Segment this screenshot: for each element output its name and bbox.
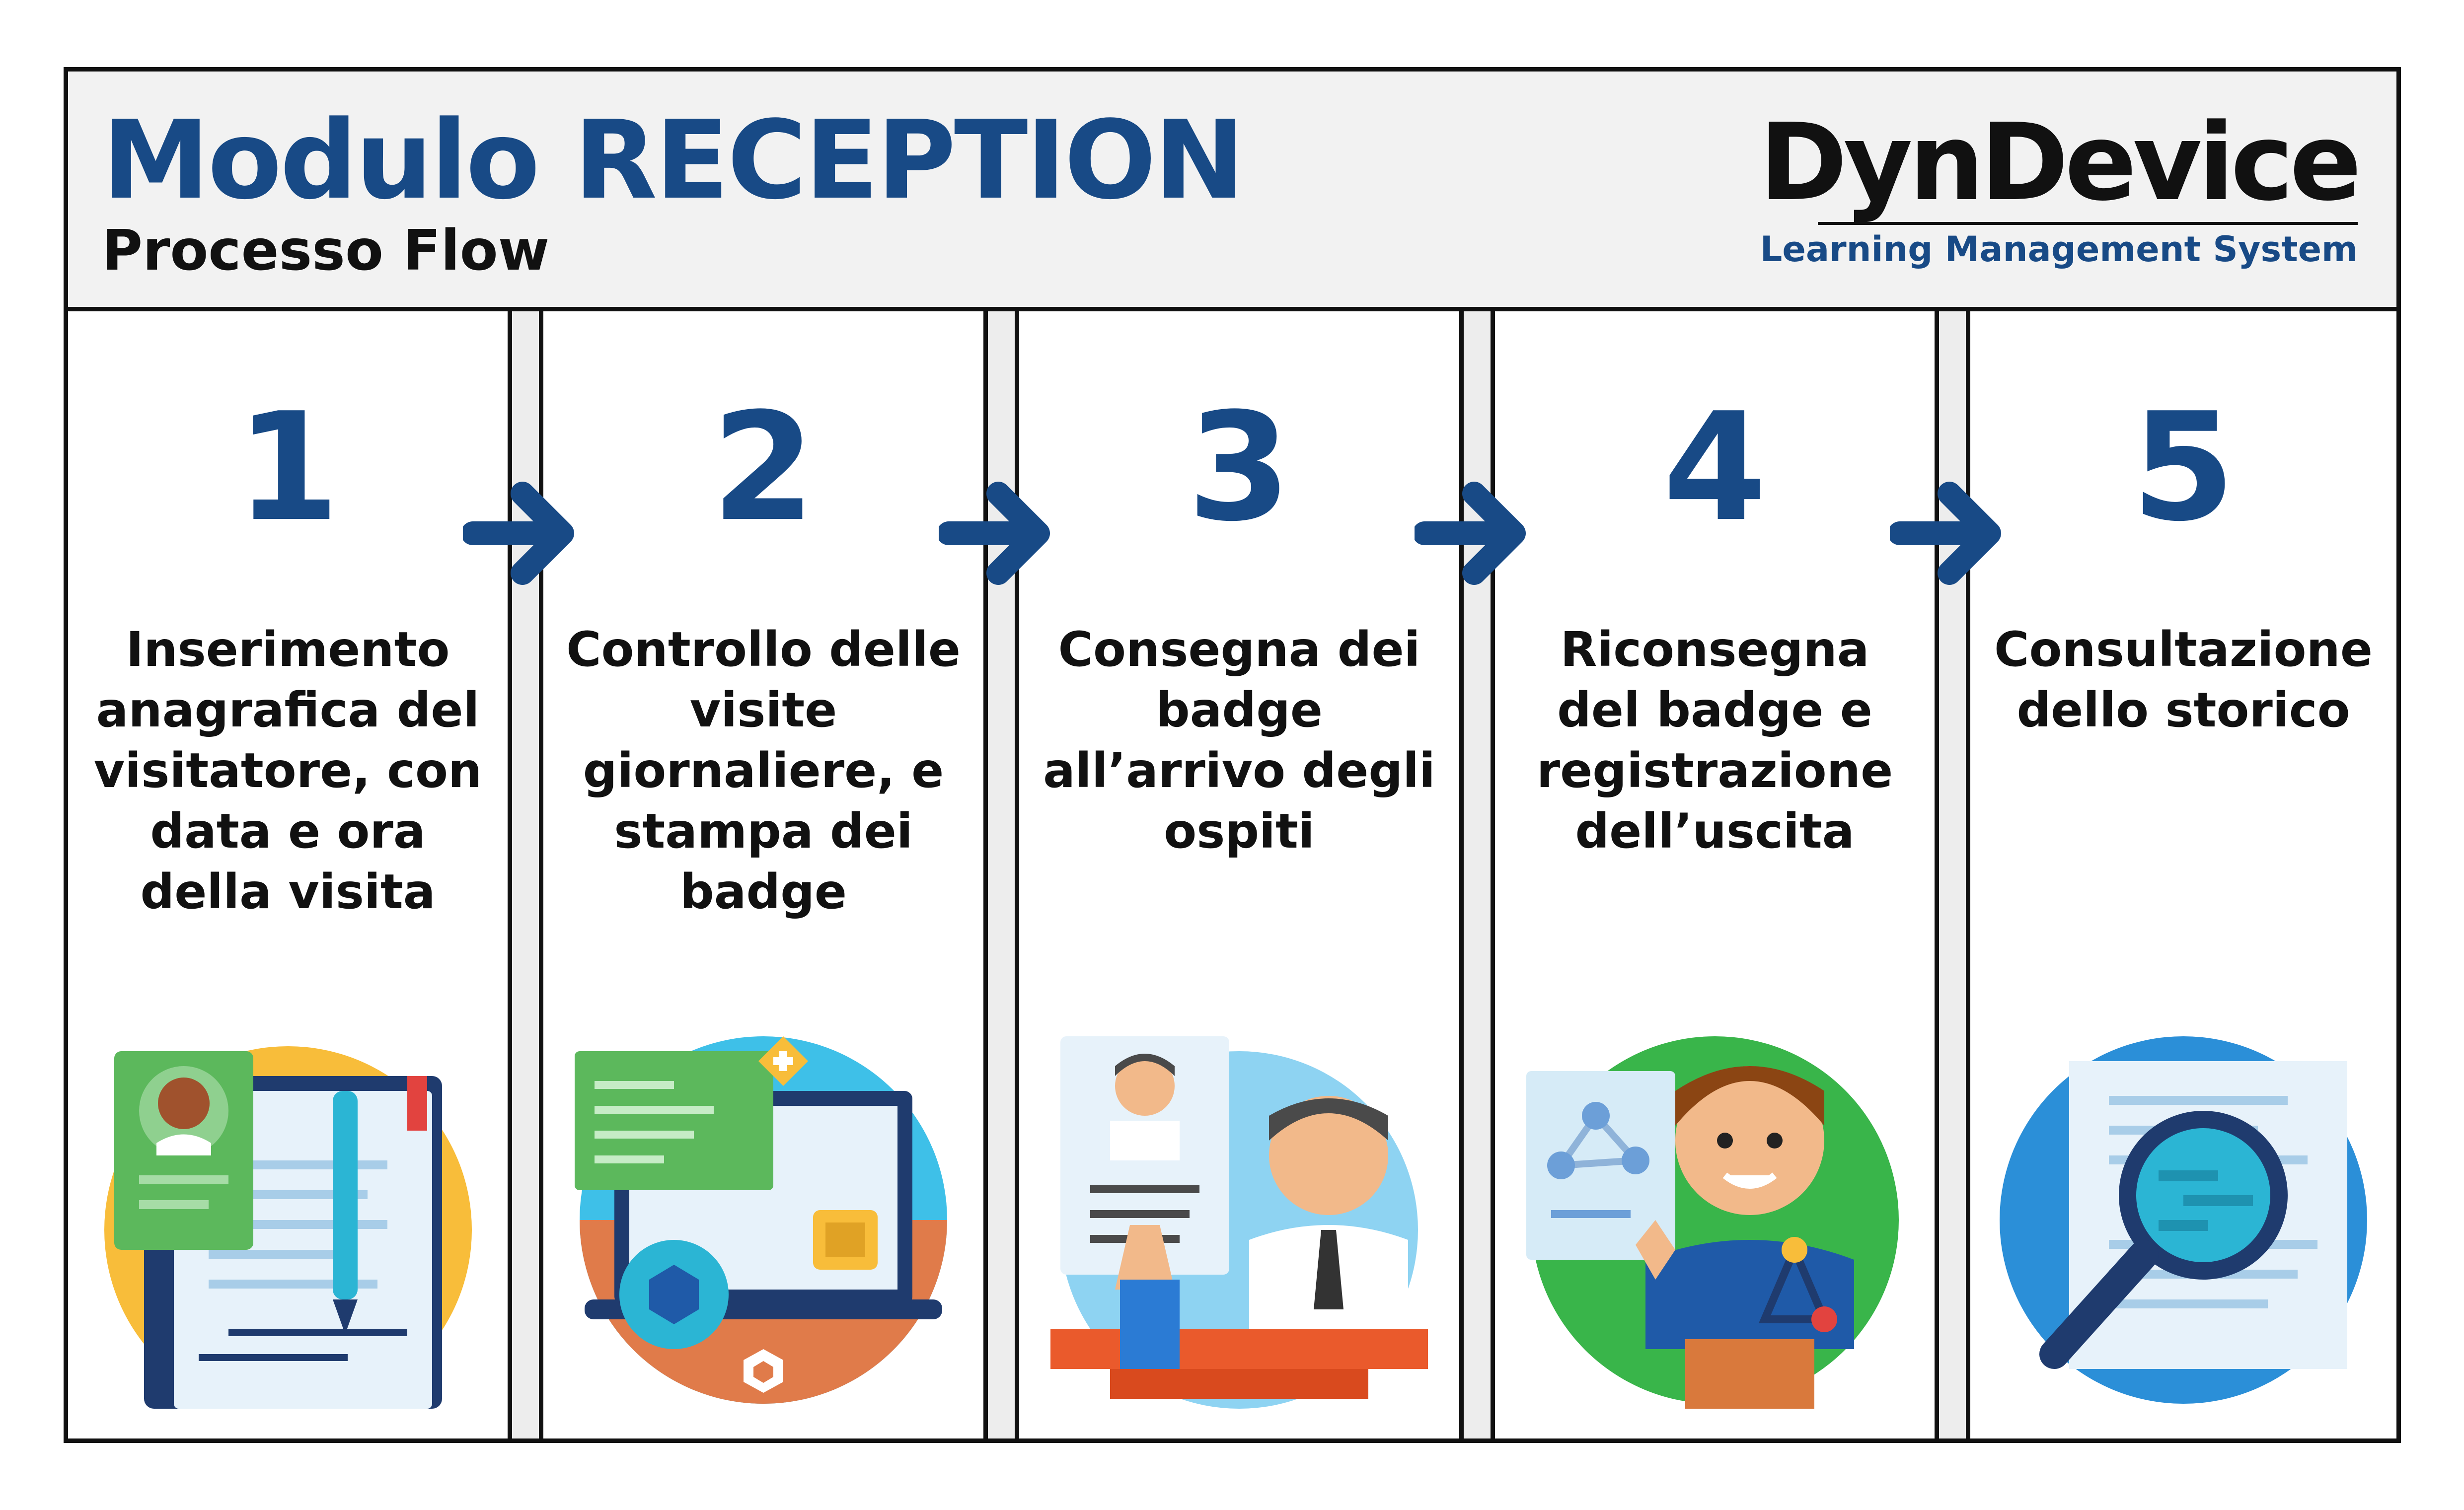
step-description: Consultazione dello storico (1994, 622, 2373, 738)
step-number: 4 (1663, 381, 1767, 554)
step-description: Consegna dei badge all’arrivo degli ospi… (1043, 622, 1435, 859)
step-3: 3 Consegna dei badge all’arrivo degli os… (1019, 311, 1459, 1438)
step-4: 4 Riconsegna del badge e registrazione d… (1495, 311, 1935, 1438)
reception-flow-frame: Modulo RECEPTION Processo Flow DynDevice… (64, 67, 2401, 1443)
step-2: 2 Controllo delle visite giornaliere, e … (543, 311, 983, 1438)
flow-arrow-4-5 (1890, 479, 2009, 588)
laptop-settings-icon (575, 1031, 952, 1409)
step-5: 5 Consultazione dello storico (1970, 311, 2396, 1438)
logo-divider (1818, 222, 2358, 225)
step-number: 1 (236, 381, 340, 554)
logo-tagline: Learning Management System (1760, 229, 2358, 270)
page-title: Modulo RECEPTION (102, 98, 1245, 223)
step-description: Inserimento anagrafica del visitatore, c… (93, 622, 482, 920)
step-description: Controllo delle visite giornaliere, e st… (566, 622, 961, 920)
page-subtitle: Processo Flow (102, 218, 550, 283)
step-description: Riconsegna del badge e registrazione del… (1536, 622, 1893, 859)
dyndevice-logo: DynDevice (1759, 101, 2362, 224)
step-number: 3 (1187, 381, 1291, 554)
step-number: 5 (2131, 381, 2236, 554)
badge-return-icon (1526, 1031, 1904, 1409)
history-search-icon (1995, 1031, 2372, 1409)
flow-arrow-2-3 (939, 479, 1058, 588)
header: Modulo RECEPTION Processo Flow DynDevice… (68, 72, 2396, 311)
step-number: 2 (711, 381, 816, 554)
badge-delivery-icon (1050, 1031, 1428, 1409)
visitor-registration-icon (99, 1031, 477, 1409)
flow-arrow-1-2 (463, 479, 582, 588)
step-1: 1 Inserimento anagrafica del visitatore,… (68, 311, 508, 1438)
flow-arrow-3-4 (1415, 479, 1534, 588)
